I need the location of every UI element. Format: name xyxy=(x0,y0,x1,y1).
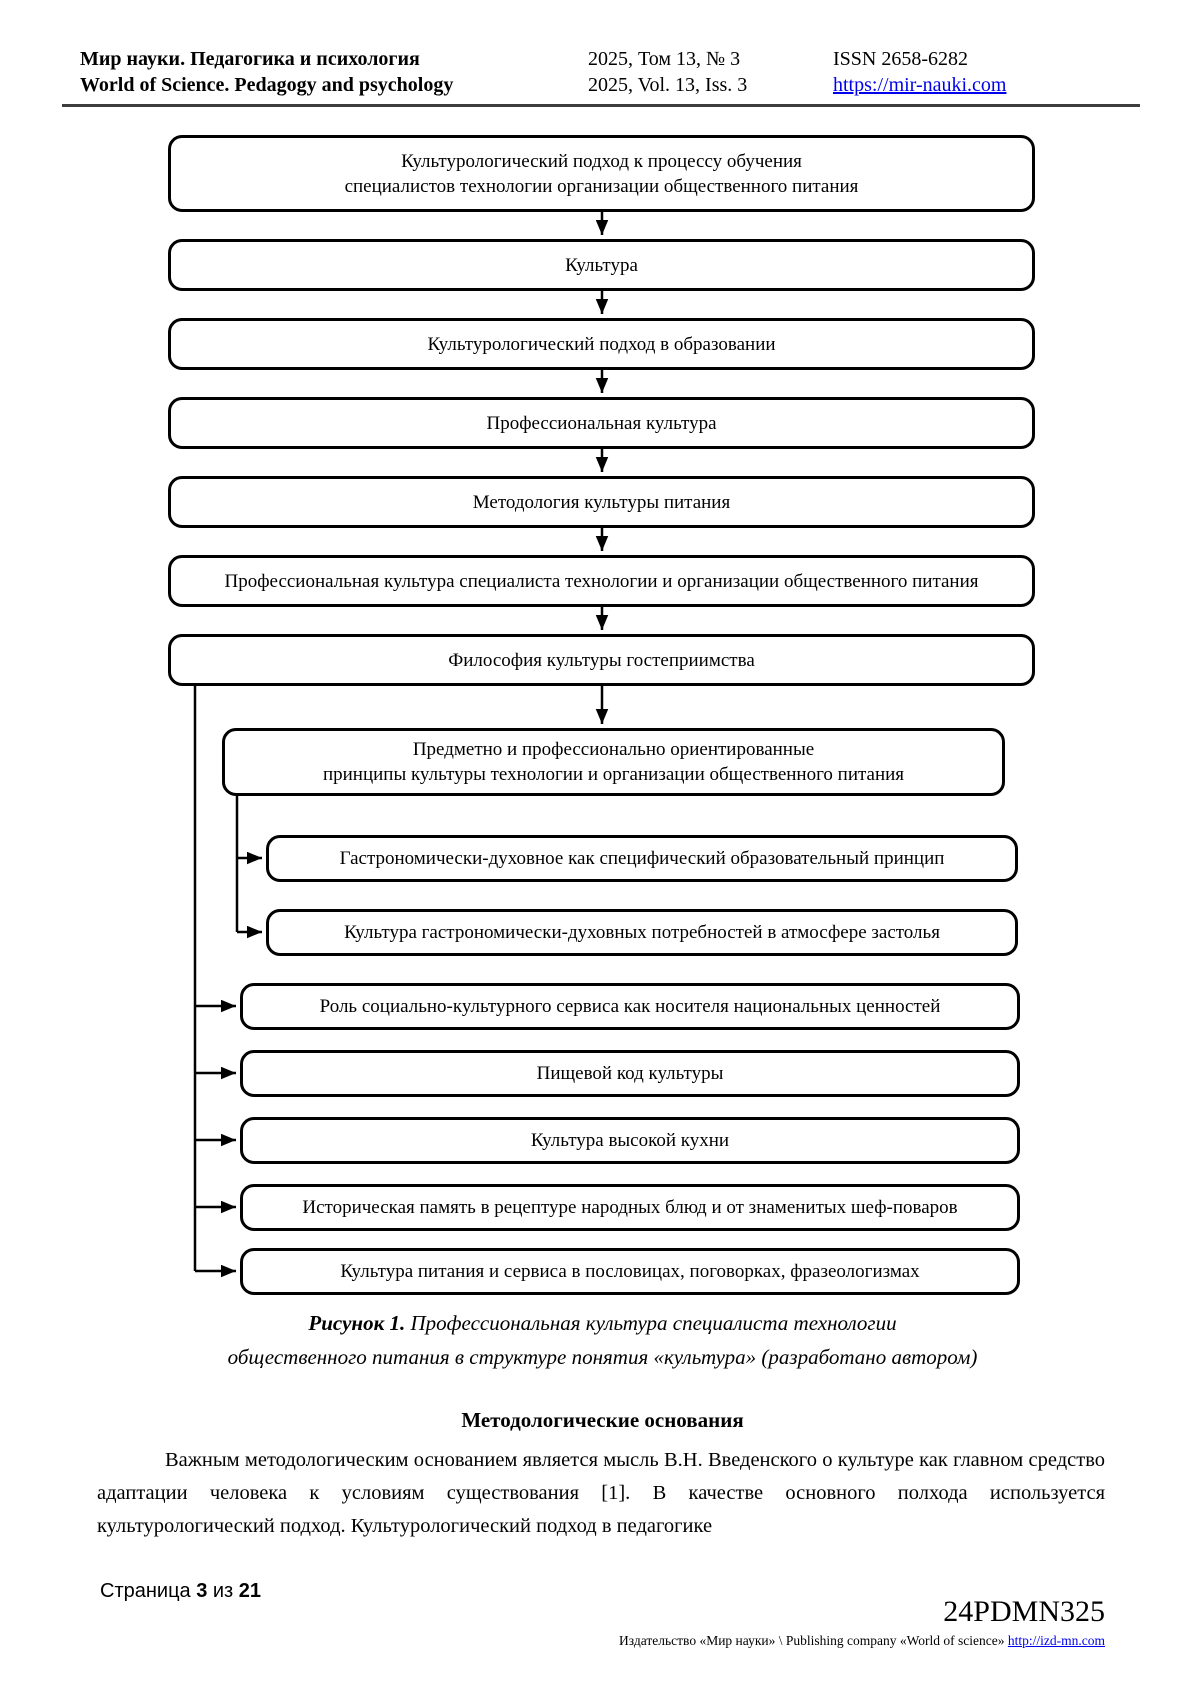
flowchart-box-culture: Культура xyxy=(168,239,1035,291)
flowchart-box-food-code: Пищевой код культуры xyxy=(240,1050,1020,1097)
publisher-text: Издательство «Мир науки» \ Publishing co… xyxy=(619,1633,1008,1648)
figure-caption: Рисунок 1. Профессиональная культура спе… xyxy=(100,1306,1105,1374)
journal-title: Мир науки. Педагогика и психология World… xyxy=(80,46,550,98)
publisher-link[interactable]: http://izd-mn.com xyxy=(1007,1633,1105,1648)
issn: ISSN 2658-6282 xyxy=(833,48,969,70)
flowchart-box-professional: Профессиональная культура xyxy=(168,397,1035,449)
flowchart-box-gastro-spiritual: Гастрономически-духовное как специфическ… xyxy=(266,835,1018,882)
page-indicator: Страница 3 из 21 xyxy=(100,1580,261,1603)
page-number: 3 xyxy=(196,1580,208,1602)
flowchart-box-historical-memory: Историческая память в рецептуре народных… xyxy=(240,1184,1020,1231)
flowchart-box-social-service: Роль социально-культурного сервиса как н… xyxy=(240,983,1020,1030)
journal-title-ru: Мир науки. Педагогика и психология xyxy=(80,48,420,70)
total-pages: 21 xyxy=(238,1580,262,1602)
flowchart-box-education: Культурологический подход в образовании xyxy=(168,318,1035,370)
figure-caption-label: Рисунок 1. xyxy=(308,1311,406,1335)
article-id: 24PDMN325 xyxy=(943,1595,1105,1628)
flowchart-box-specialist: Профессиональная культура специалиста те… xyxy=(168,555,1035,607)
issn-block: ISSN 2658-6282 https://mir-nauki.com xyxy=(833,46,1133,98)
figure-caption-text: Профессиональная культура специалиста те… xyxy=(227,1311,978,1369)
of-label: из xyxy=(207,1580,239,1602)
journal-site-link[interactable]: https://mir-nauki.com xyxy=(833,74,1007,96)
flowchart-box-philosophy: Философия культуры гостеприимства xyxy=(168,634,1035,686)
publisher-line: Издательство «Мир науки» \ Publishing co… xyxy=(300,1633,1105,1649)
issue-ru: 2025, Том 13, № 3 xyxy=(588,48,741,70)
section-heading: Методологические основания xyxy=(461,1408,744,1432)
header-rule xyxy=(62,104,1140,107)
issue-en: 2025, Vol. 13, Iss. 3 xyxy=(588,74,748,96)
flowchart-box-approach: Культурологический подход к процессу обу… xyxy=(168,135,1035,212)
page-label: Страница xyxy=(100,1580,197,1602)
issue-info: 2025, Том 13, № 3 2025, Vol. 13, Iss. 3 xyxy=(588,46,828,98)
flowchart-box-proverbs: Культура питания и сервиса в пословицах,… xyxy=(240,1248,1020,1295)
flowchart-box-haute-cuisine: Культура высокой кухни xyxy=(240,1117,1020,1164)
journal-title-en: World of Science. Pedagogy and psycholog… xyxy=(80,74,454,96)
flowchart-box-methodology: Методология культуры питания xyxy=(168,476,1035,528)
body-paragraph: Важным методологическим основанием являе… xyxy=(97,1449,1105,1537)
flowchart-box-principles: Предметно и профессионально ориентирован… xyxy=(222,728,1005,796)
flowchart-box-gastro-needs: Культура гастрономически-духовных потреб… xyxy=(266,909,1018,956)
